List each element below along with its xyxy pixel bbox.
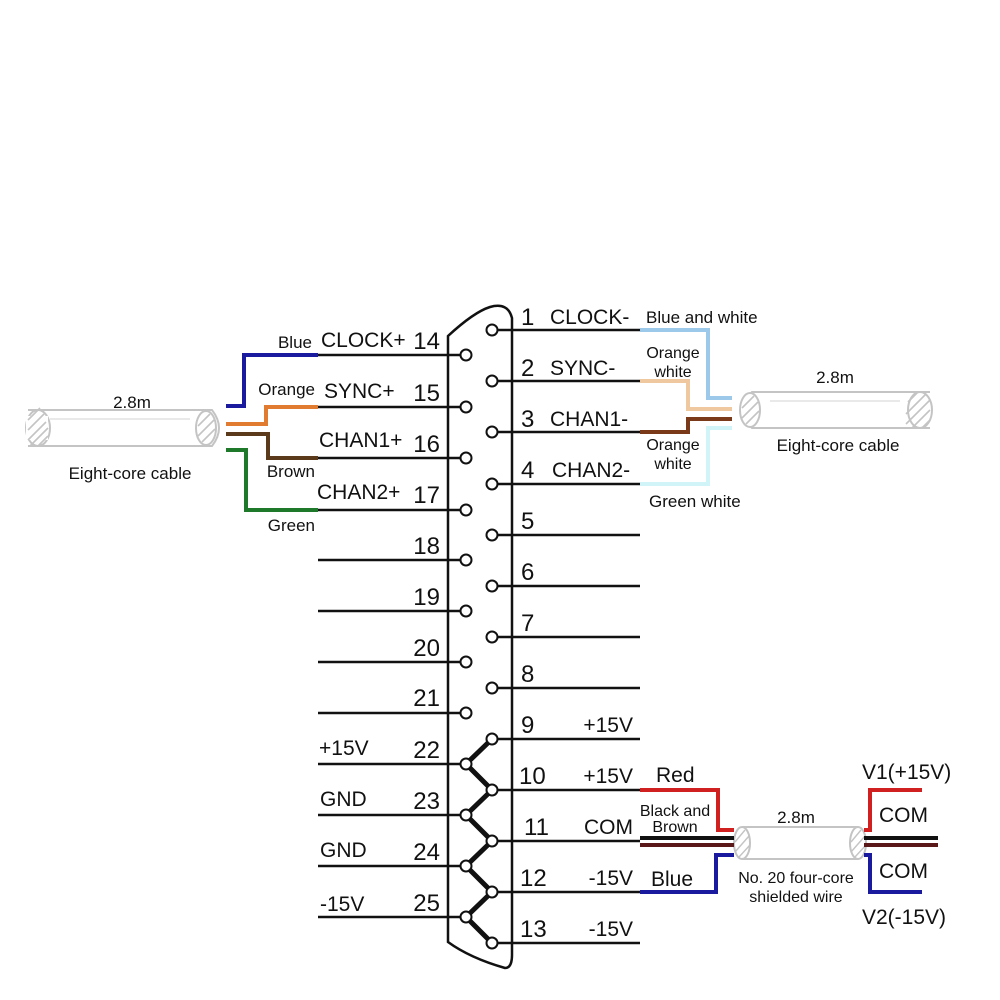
- pin-number: 8: [521, 661, 534, 688]
- pin-number: 14: [413, 328, 440, 355]
- pin-number: 2: [521, 355, 534, 382]
- pin-signal-label: CLOCK-: [550, 306, 629, 329]
- pin-number: 22: [413, 737, 440, 764]
- wire-brown: [226, 432, 318, 460]
- power-cable-length: 2.8m: [777, 808, 815, 827]
- pin-signal-label: +15V: [319, 737, 369, 760]
- wire-label-green: Green: [268, 516, 315, 535]
- right-cable-wires: [640, 328, 732, 486]
- left-signal-labels: CLOCK+ SYNC+ CHAN1+ CHAN2+ +15V GND GND …: [317, 329, 406, 916]
- left-cable-name: Eight-core cable: [69, 464, 192, 483]
- wire-green: [226, 448, 318, 512]
- pin-number: 1: [521, 304, 534, 331]
- power-label-com-top: COM: [879, 804, 928, 827]
- pin-number: 7: [521, 610, 534, 637]
- wire-label-orange-white-top: white: [653, 364, 691, 381]
- pin-number: 12: [520, 865, 547, 892]
- wire-blue-v2: [864, 853, 922, 894]
- wire-label-red: Red: [656, 764, 695, 787]
- wire-blue-white: [640, 328, 732, 400]
- right-pin-numbers: 1 2 3 4 5 6 7 8 9 10 11 12 13: [519, 304, 549, 943]
- pin-number: 10: [519, 763, 546, 790]
- pin-signal-label: -15V: [589, 867, 633, 890]
- wire-green-white: [640, 426, 732, 486]
- right-cable-length: 2.8m: [816, 368, 854, 387]
- power-cable-name-line1: No. 20 four-core: [738, 870, 854, 887]
- pin-signal-label: GND: [320, 788, 367, 811]
- wire-label-orange-white-bottom: Orange: [646, 437, 699, 454]
- wire-red: [640, 788, 734, 832]
- wire-label-blue-white: Blue and white: [646, 308, 758, 327]
- power-cable-name-line2: shielded wire: [749, 889, 842, 906]
- wire-label-green-white: Green white: [649, 492, 741, 511]
- pin-number: 19: [413, 584, 440, 611]
- pin-number: 3: [521, 406, 534, 433]
- left-pin-numbers: 14 15 16 17 18 19 20 21 22 23 24 25: [413, 328, 440, 917]
- pin-signal-label: COM: [584, 816, 633, 839]
- wire-label-orange: Orange: [258, 380, 315, 399]
- power-wires-left: [640, 788, 734, 894]
- left-cable-wires: [226, 353, 318, 512]
- power-shielded-cable: 2.8m No. 20 four-core shielded wire: [733, 808, 867, 906]
- power-label-v2: V2(-15V): [862, 906, 946, 929]
- pin-number: 21: [413, 685, 440, 712]
- wire-orange: [226, 405, 318, 426]
- pin-signal-label: CHAN2-: [552, 459, 630, 482]
- pin-number: 5: [521, 508, 534, 535]
- wire-label-black-brown: Brown: [652, 819, 697, 836]
- pin-signal-label: +15V: [583, 714, 633, 737]
- pin-signal-label: SYNC-: [550, 357, 615, 380]
- power-label-v1: V1(+15V): [862, 761, 951, 784]
- pin-signal-label: -15V: [320, 893, 364, 916]
- wire-label-brown: Brown: [267, 462, 315, 481]
- right-cable-name: Eight-core cable: [777, 436, 900, 455]
- left-pin-circles: [459, 348, 473, 924]
- pin-signal-label: CHAN1-: [550, 408, 628, 431]
- pin-number: 11: [524, 814, 549, 841]
- pin-number: 15: [413, 380, 440, 407]
- pin-signal-label: CHAN1+: [319, 429, 402, 452]
- left-cable-length: 2.8m: [113, 393, 151, 412]
- wire-dark-brown: [640, 417, 732, 434]
- wire-label-orange-white-top: Orange: [646, 345, 699, 362]
- pin-number: 17: [413, 482, 440, 509]
- power-wires-right: [864, 788, 938, 894]
- pin-number: 23: [413, 788, 440, 815]
- right-pin-circles: [485, 323, 499, 950]
- pin-signal-label: SYNC+: [324, 380, 395, 403]
- pin-signal-label: -15V: [589, 918, 633, 941]
- wire-label-orange-white-bottom: white: [653, 456, 691, 473]
- pin-number: 9: [521, 712, 534, 739]
- pin-signal-label: +15V: [583, 765, 633, 788]
- right-signal-labels: CLOCK- SYNC- CHAN1- CHAN2- +15V +15V COM…: [550, 306, 633, 941]
- wire-label-blue: Blue: [278, 333, 312, 352]
- pin-number: 18: [413, 533, 440, 560]
- wire-label-blue-power: Blue: [651, 868, 693, 891]
- wire-orange-white-top: [640, 379, 732, 411]
- pin-signal-label: GND: [320, 839, 367, 862]
- right-eight-core-cable: 2.8m Eight-core cable: [739, 368, 933, 455]
- left-pin-lines: [318, 353, 462, 919]
- pin-signal-label: CHAN2+: [317, 481, 400, 504]
- pin-number: 16: [413, 431, 440, 458]
- pin-number: 20: [413, 635, 440, 662]
- right-pin-lines: [492, 328, 640, 945]
- pin-signal-label: CLOCK+: [321, 329, 406, 352]
- pin-number: 4: [521, 457, 534, 484]
- db25-connector-shell: [446, 304, 514, 970]
- pin-number: 6: [521, 559, 534, 586]
- power-label-com-bottom: COM: [879, 860, 928, 883]
- pin-number: 25: [413, 890, 440, 917]
- wire-blue-power: [640, 853, 734, 894]
- pin-number: 24: [413, 839, 440, 866]
- wire-red-v1: [864, 788, 922, 832]
- left-eight-core-cable: 2.8m Eight-core cable: [25, 393, 220, 483]
- wire-blue: [226, 353, 318, 408]
- wire-label-black-brown: Black and: [640, 803, 710, 820]
- pin-number: 13: [520, 916, 547, 943]
